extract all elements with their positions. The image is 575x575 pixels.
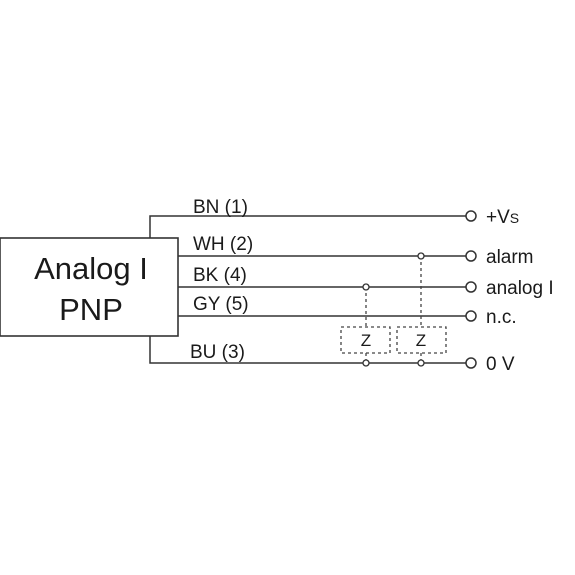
terminal-label-vs-main: +V [486,207,510,228]
load-2-node-top [417,252,425,260]
load-1-box [340,326,391,354]
device-title-line2: PNP [59,292,123,327]
wire-label-bk: BK (4) [193,265,247,286]
terminal-alarm [465,250,477,262]
load-2-label: Z [416,331,426,350]
terminal-label-vs-sub: S [510,210,519,226]
terminal-0v [465,357,477,369]
wire-bu [149,336,466,364]
wire-label-gy: GY (5) [193,294,249,315]
load-1-node-top [362,283,370,291]
device-box [0,237,179,337]
terminal-label-0v: 0 V [486,354,515,375]
device-title-line1: Analog I [34,251,148,286]
terminal-label-analog: analog I [486,278,554,299]
terminal-label-vs: +VS [486,207,519,228]
terminal-vs [465,210,477,222]
terminal-analog [465,281,477,293]
wire-label-wh: WH (2) [193,234,253,255]
load-2-box [396,326,447,354]
terminal-label-nc: n.c. [486,307,517,328]
load-2-node-bottom [417,359,425,367]
wire-label-bn: BN (1) [193,197,248,218]
terminal-nc [465,310,477,322]
terminal-label-alarm: alarm [486,247,534,268]
wire-bn [149,215,466,238]
wire-label-bu: BU (3) [190,342,245,363]
load-1-node-bottom [362,359,370,367]
load-1-label: Z [361,331,371,350]
